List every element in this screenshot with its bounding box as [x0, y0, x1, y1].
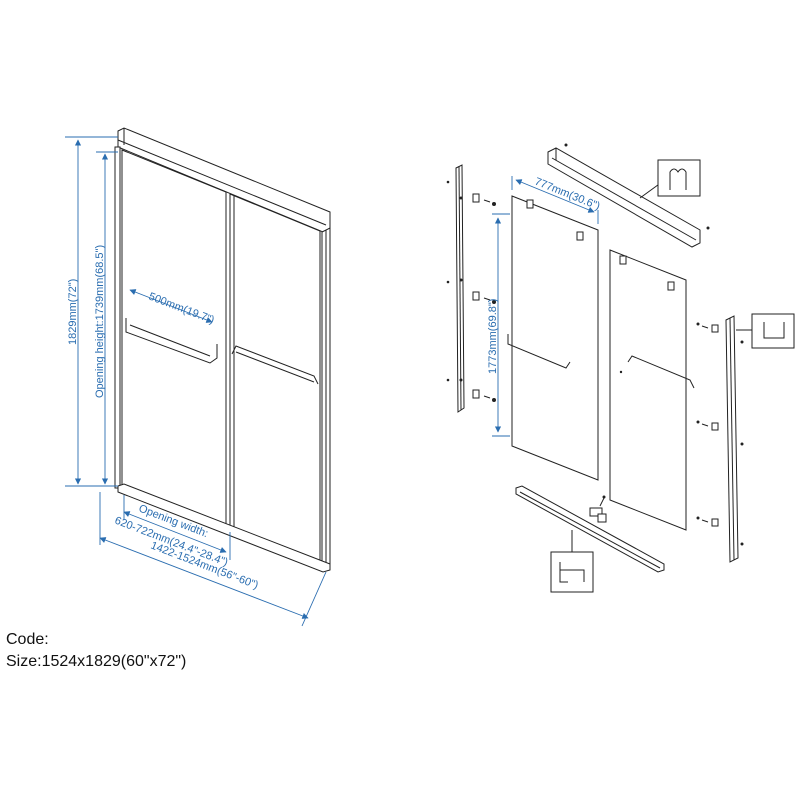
right-wall-screws: [696, 322, 719, 527]
total-height-dimension: 1829mm(72"): [65, 136, 118, 487]
left-wall-screws: [446, 180, 496, 402]
side-jamb-profile-icon: [736, 313, 795, 349]
left-wall-jamb: [455, 164, 465, 413]
top-rail: [547, 143, 710, 248]
exploded-view: 777mm(30.6") 1773mm(69.8"): [446, 143, 795, 593]
total-height-label: 1829mm(72"): [67, 279, 79, 345]
bottom-rail-profile-icon: [550, 530, 594, 593]
opening-height-dimension: Opening height:1739mm(68.5"): [94, 151, 118, 485]
top-rail-profile-icon: [639, 159, 701, 199]
opening-height-label: Opening height:1739mm(68.5"): [94, 245, 106, 398]
right-wall-jamb: [725, 315, 744, 563]
right-glass-panel: [609, 249, 695, 531]
bottom-guide-hardware: [589, 495, 607, 523]
bottom-rail: [515, 485, 665, 573]
panel-height-label: 1773mm(69.8"): [487, 299, 499, 374]
code-label: Code:: [6, 631, 49, 648]
panel-height-dimension: 1773mm(69.8"): [487, 213, 510, 437]
size-label: Size:1524x1829(60"x72"): [6, 653, 187, 670]
left-glass-panel: [507, 195, 599, 481]
